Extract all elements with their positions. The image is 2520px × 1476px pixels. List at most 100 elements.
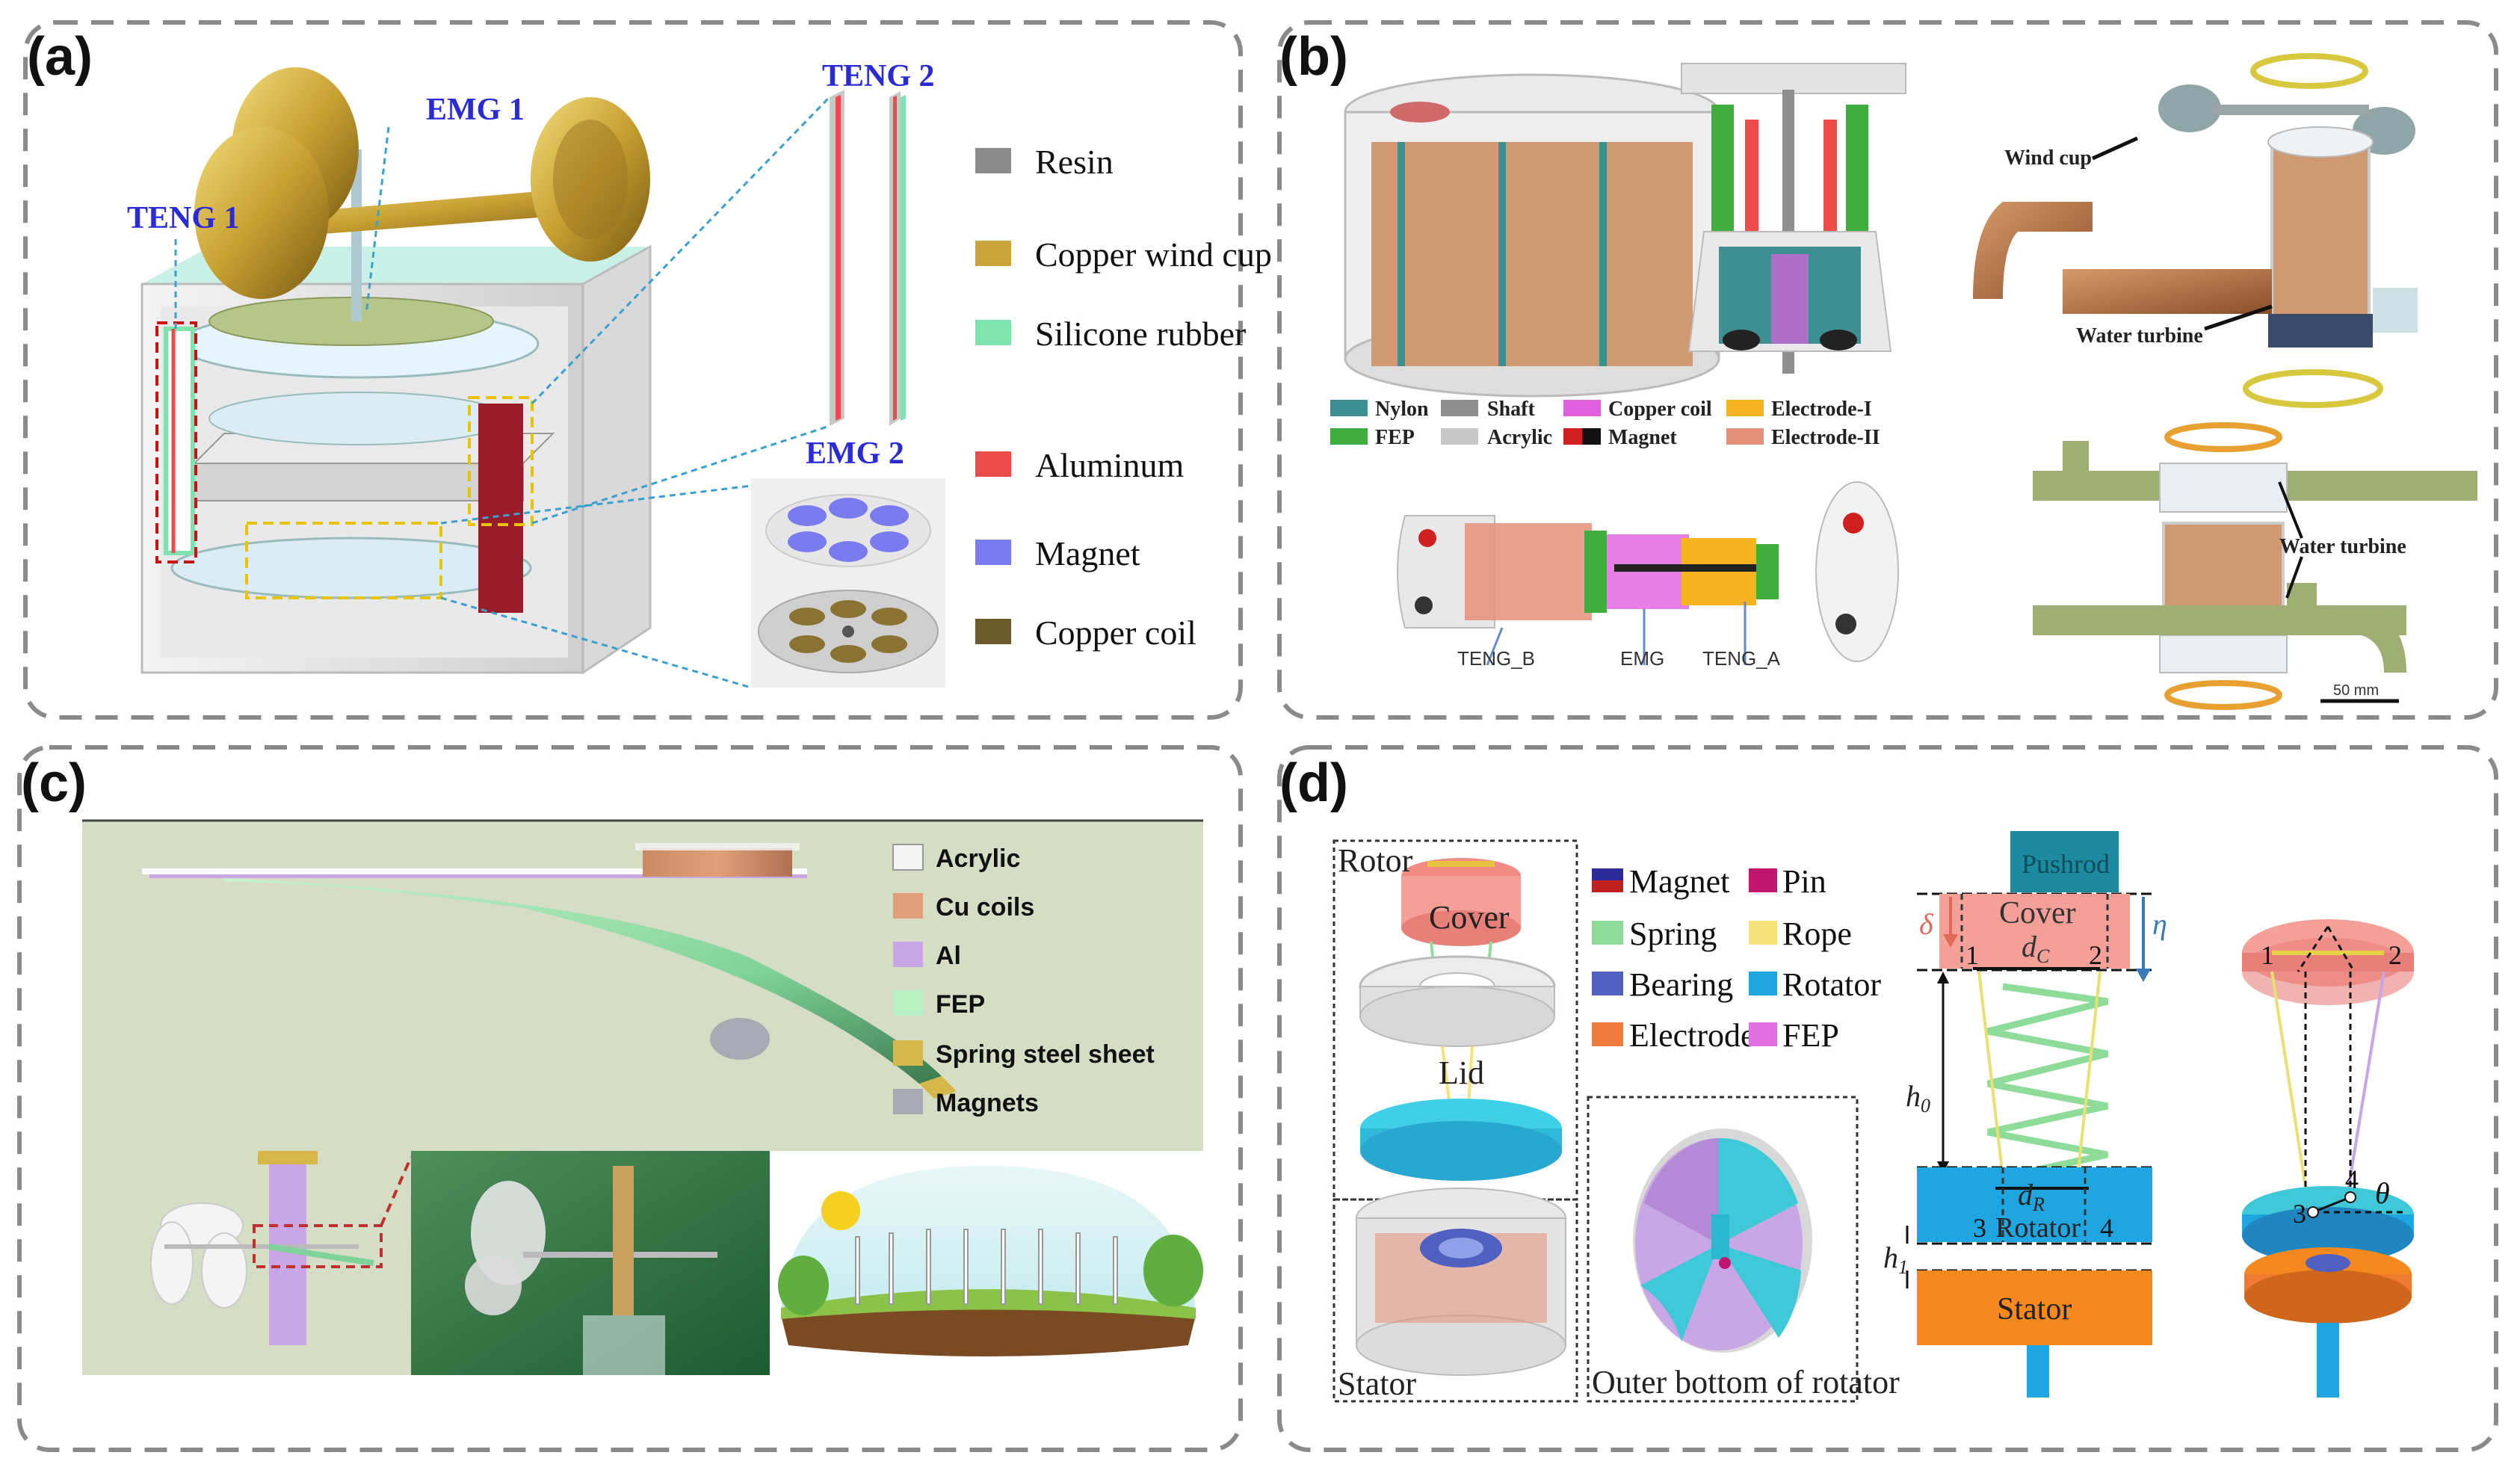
legend-d-label-1: Pin [1782, 863, 1826, 900]
legend-a-swatch-4 [975, 540, 1011, 565]
label-pt1: 1 [1965, 940, 1979, 970]
legend-a-label-5: Copper coil [1035, 614, 1196, 652]
legend-d-swatch-4 [1592, 972, 1623, 995]
legend-a: Resin Copper wind cup Silicone rubber Al… [975, 143, 1272, 652]
outer-bottom-box [1587, 1096, 1859, 1403]
panel-d-frame [1277, 745, 2498, 1452]
panel-a-frame [23, 20, 1243, 720]
legend-c-swatch-0 [892, 844, 924, 871]
legend-b-swatch-2 [1563, 400, 1601, 416]
label-3d-pt1: 1 [2261, 940, 2274, 970]
legend-a-label-3: Aluminum [1035, 446, 1185, 484]
label-schematic-stator: Stator [1997, 1292, 2072, 1327]
legend-c-swatch-5 [893, 1089, 923, 1114]
legend-c-label-3: FEP [936, 990, 985, 1019]
callout-teng2: TENG 2 [822, 59, 935, 93]
wind-farm-illustration [770, 1151, 1203, 1375]
callout-wind-cup: Wind cup [2004, 146, 2092, 170]
panel-b: (b) [1279, 27, 2477, 710]
legend-b-label-6: Magnet [1608, 426, 1677, 449]
exploded-rotor-box [1332, 839, 1578, 1201]
cylinder-assembly [1344, 73, 1720, 398]
legend-a-item-2: Silicone rubber [975, 315, 1246, 353]
label-outer-bottom: Outer bottom of rotator [1592, 1364, 1900, 1401]
outer-bottom-rotator [1633, 1128, 1812, 1353]
label-dr: d [2018, 1178, 2033, 1211]
legend-b-swatch-5 [1441, 428, 1478, 445]
legend-c-label-0: Acrylic [936, 844, 1020, 873]
callout-teng-b: TENG_B [1457, 647, 1535, 670]
device-box [140, 244, 652, 675]
legend-d-item-7: FEP [1749, 1017, 1839, 1054]
label-theta: θ [2375, 1176, 2390, 1210]
legend-c: Acrylic Cu coils Al FEP Spring steel she… [892, 844, 1155, 1117]
legend-a-label-2: Silicone rubber [1035, 315, 1246, 353]
panel-d: (d) Rotor Cov [1279, 753, 2414, 1403]
legend-b-label-3: Electrode-I [1771, 398, 1872, 421]
panel-d-label: (d) [1279, 753, 1348, 813]
callout-emg: EMG [1620, 647, 1664, 670]
label-stator: Stator [1338, 1365, 1416, 1402]
legend-c-item-1: Cu coils [893, 893, 1034, 921]
svg-text:dC: dC [2022, 930, 2050, 967]
legend-b-swatch-1 [1441, 400, 1478, 416]
legend-a-label-0: Resin [1035, 143, 1114, 181]
legend-c-item-0: Acrylic [892, 844, 1020, 873]
legend-b-item-4: FEP [1330, 426, 1415, 449]
label-rotor: Rotor [1338, 842, 1413, 879]
propeller-render [82, 1151, 413, 1375]
legend-b-swatch-3 [1726, 400, 1764, 416]
legend-c-swatch-2 [893, 942, 923, 967]
panel-a-label: (a) [27, 27, 93, 87]
horizontal-assembly [1397, 481, 1899, 662]
legend-b-swatch-7 [1726, 428, 1764, 445]
pushrod [2010, 831, 2119, 892]
callout-emg1: EMG 1 [426, 93, 525, 127]
emg2-inset [751, 478, 945, 688]
legend-d-item-4: Bearing [1592, 966, 1733, 1003]
legend-d-label-0: Magnet [1629, 863, 1729, 900]
legend-d-item-0: Magnet [1592, 863, 1729, 900]
callout-water-turbine-top: Water turbine [2076, 324, 2203, 348]
legend-a-swatch-1 [975, 241, 1011, 266]
legend-a-item-1: Copper wind cup [975, 235, 1272, 274]
legend-b-item-0: Nylon [1330, 398, 1429, 421]
label-schematic-rotator: Rotator [1995, 1212, 2081, 1244]
panel-b-label: (b) [1279, 27, 1348, 87]
panel-b-frame [1277, 20, 2498, 720]
label-dr-sub: R [2032, 1194, 2045, 1215]
legend-b-item-6: Magnet [1563, 426, 1677, 449]
panel-c-frame [17, 745, 1243, 1452]
panel-c: (c) Acrylic Cu coils Al [21, 753, 1203, 1375]
legend-c-item-4: Spring steel sheet [893, 1040, 1155, 1069]
legend-c-swatch-1 [893, 893, 923, 918]
rotator-block [1917, 1167, 2152, 1242]
legend-c-label-4: Spring steel sheet [936, 1040, 1155, 1069]
label-3d-pt4: 4 [2345, 1164, 2359, 1194]
legend-a-swatch-5 [975, 619, 1011, 644]
faucet-wind-cup-assembly [1973, 53, 2418, 408]
legend-b-swatch-6 [1563, 428, 1582, 445]
label-h0-sub: 0 [1921, 1095, 1930, 1117]
legend-c-swatch-4 [893, 1040, 923, 1066]
legend-d-item-2: Spring [1592, 915, 1717, 952]
legend-a-swatch-0 [975, 148, 1011, 173]
legend-d-item-1: Pin [1749, 863, 1826, 900]
label-3d-pt3: 3 [2293, 1199, 2306, 1229]
legend-d-label-6: Electrode [1629, 1017, 1755, 1054]
scale-bar-label: 50 mm [2333, 682, 2379, 699]
label-h1-sub: 1 [1898, 1256, 1908, 1278]
legend-d-swatch-2 [1592, 921, 1623, 945]
label-eta: η [2152, 907, 2167, 941]
label-pt2: 2 [2089, 940, 2102, 970]
legend-b-label-0: Nylon [1375, 398, 1429, 421]
legend-d-swatch-7 [1749, 1022, 1777, 1046]
legend-b-item-5: Acrylic [1441, 426, 1552, 449]
legend-a-label-4: Magnet [1035, 534, 1140, 572]
callout-water-turbine-bottom: Water turbine [2279, 535, 2406, 558]
cantilever-beam [142, 843, 957, 1099]
legend-d-item-3: Rope [1749, 915, 1852, 952]
label-pt3: 3 [1973, 1213, 1986, 1243]
label-dc-sub: C [2036, 945, 2050, 967]
